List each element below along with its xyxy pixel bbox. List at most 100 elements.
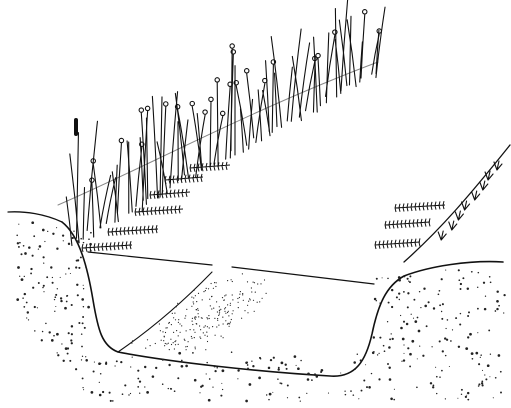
soil-speck bbox=[206, 362, 207, 363]
reed-blade bbox=[92, 183, 94, 237]
soil-speck bbox=[194, 379, 197, 382]
grass-tuft bbox=[472, 191, 480, 200]
grass-tuft bbox=[449, 221, 457, 230]
soil-speck bbox=[478, 272, 480, 274]
soil-speck bbox=[38, 248, 39, 249]
soil-speck bbox=[228, 323, 229, 324]
soil-speck bbox=[139, 380, 141, 382]
soil-speck bbox=[366, 386, 368, 388]
soil-speck bbox=[195, 319, 196, 320]
ground-line-left bbox=[8, 212, 62, 222]
soil-speck bbox=[452, 329, 453, 330]
soil-speck bbox=[186, 309, 187, 310]
soil-speck bbox=[42, 331, 44, 333]
soil-speck bbox=[50, 266, 52, 268]
soil-speck bbox=[462, 277, 464, 279]
soil-speck bbox=[34, 330, 36, 332]
soil-speck bbox=[164, 345, 165, 346]
soil-speck bbox=[398, 276, 401, 279]
soil-speck bbox=[272, 392, 273, 393]
soil-speck bbox=[503, 294, 505, 296]
soil-speck bbox=[186, 330, 187, 331]
reed-bed bbox=[66, 0, 502, 246]
soil-speck bbox=[211, 283, 212, 284]
soil-speck bbox=[441, 278, 443, 280]
soil-speck bbox=[344, 391, 345, 392]
soil-speck bbox=[266, 394, 267, 395]
soil-speck bbox=[478, 383, 480, 385]
soil-speck bbox=[188, 341, 189, 342]
soil-speck bbox=[61, 343, 62, 344]
soil-speck bbox=[241, 318, 242, 319]
soil-speck bbox=[213, 288, 214, 289]
soil-speck bbox=[266, 293, 267, 294]
soil-speck bbox=[43, 291, 44, 292]
soil-speck bbox=[222, 389, 223, 390]
soil-speck bbox=[83, 389, 84, 390]
soil-speck bbox=[483, 282, 485, 284]
soil-speck bbox=[216, 326, 217, 327]
soil-speck bbox=[198, 316, 199, 317]
reed-blade bbox=[66, 197, 72, 246]
soil-speck bbox=[218, 315, 219, 316]
soil-speck bbox=[403, 353, 404, 354]
soil-speck bbox=[41, 339, 43, 341]
soil-speck bbox=[194, 290, 195, 291]
soil-speck bbox=[132, 340, 133, 341]
water-plants bbox=[82, 162, 445, 252]
soil-speck bbox=[137, 370, 139, 372]
soil-speck bbox=[273, 357, 275, 359]
soil-speck bbox=[401, 361, 402, 362]
reed-blade bbox=[146, 118, 147, 199]
soil-speck bbox=[80, 238, 82, 240]
soil-speck bbox=[409, 365, 411, 367]
reed-blade bbox=[141, 113, 146, 204]
soil-speck bbox=[230, 303, 231, 304]
soil-speck bbox=[217, 318, 218, 319]
soil-speck bbox=[316, 375, 319, 378]
soil-speck bbox=[251, 287, 252, 288]
soil-speck bbox=[130, 366, 131, 367]
soil-speck bbox=[449, 366, 450, 367]
soil-speck bbox=[307, 378, 310, 381]
soil-speck bbox=[195, 347, 196, 348]
soil-speck bbox=[82, 377, 84, 379]
soil-speck bbox=[191, 306, 192, 307]
soil-speck bbox=[144, 366, 146, 368]
soil-speck bbox=[100, 373, 102, 375]
soil-speck bbox=[90, 250, 92, 252]
soil-speck bbox=[490, 281, 492, 283]
soil-speck bbox=[177, 377, 179, 379]
soil-speck bbox=[186, 349, 187, 350]
reed-blade bbox=[349, 16, 351, 85]
soil-speck bbox=[32, 255, 34, 257]
soil-speck bbox=[383, 345, 385, 347]
soil-speck bbox=[278, 367, 280, 369]
reed-blade bbox=[326, 35, 335, 96]
soil-speck bbox=[253, 300, 254, 301]
soil-speck bbox=[389, 338, 391, 340]
reed-blade bbox=[326, 33, 328, 103]
soil-speck bbox=[496, 290, 498, 292]
soil-speck bbox=[130, 393, 131, 394]
soil-speck bbox=[67, 353, 69, 355]
soil-speck bbox=[49, 331, 51, 333]
soil-speck bbox=[247, 367, 249, 369]
soil-speck bbox=[54, 311, 55, 312]
soil-speck bbox=[311, 379, 313, 381]
soil-speck bbox=[71, 325, 73, 327]
soil-speck bbox=[181, 325, 182, 326]
soil-speck bbox=[165, 327, 166, 328]
soil-speck bbox=[85, 356, 86, 357]
reed-flower bbox=[230, 44, 234, 48]
soil-speck bbox=[83, 242, 85, 244]
soil-speck bbox=[28, 319, 29, 320]
grass-tuft bbox=[480, 181, 488, 190]
soil-speck bbox=[430, 382, 432, 384]
soil-speck bbox=[105, 362, 107, 364]
grass-tuft bbox=[438, 231, 446, 240]
soil-speck bbox=[70, 273, 71, 274]
soil-speck bbox=[215, 286, 216, 287]
soil-speck bbox=[498, 305, 500, 307]
soil-speck bbox=[42, 287, 44, 289]
